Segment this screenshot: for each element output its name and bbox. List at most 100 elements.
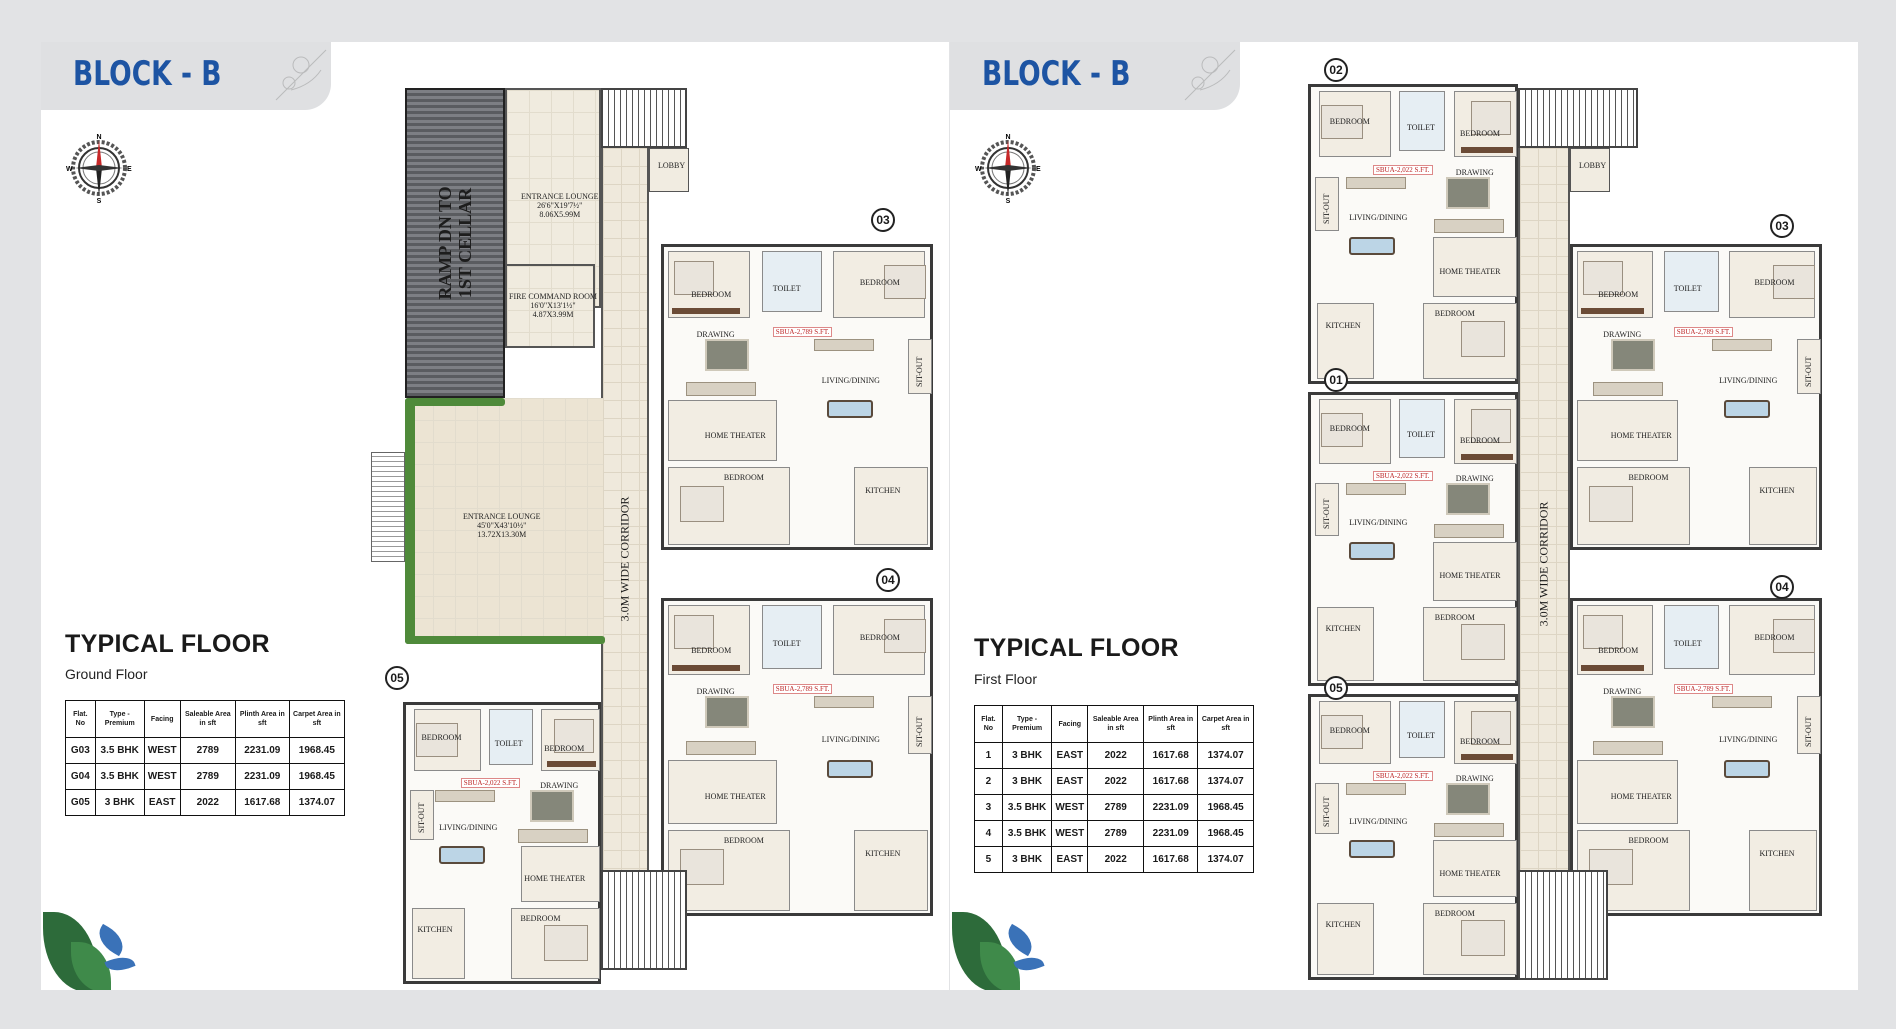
dining-table [1349, 840, 1395, 858]
table-header: Saleable Area in sft [179, 700, 236, 738]
header-band: BLOCK - B [950, 42, 1240, 110]
table-cell: 3 BHK [1001, 846, 1053, 873]
home-theater-label: HOME THEATER [704, 791, 766, 801]
toilet [1399, 91, 1446, 151]
bed [1589, 485, 1633, 522]
sitout-label: SIT-OUT [1804, 716, 1813, 747]
sbua-label: SBUA-2,022 S.FT. [460, 778, 521, 789]
table-cell: EAST [1051, 846, 1089, 873]
table-cell: 2789 [179, 763, 236, 790]
entrance-lounge-label: ENTRANCE LOUNGE 26'6"X19'7½" 8.06X5.99M [521, 192, 599, 219]
fire-room-label: FIRE COMMAND ROOM 16'0"X13'1½" 4.87X3.99… [509, 292, 598, 319]
table-cell: 1617.68 [1143, 846, 1199, 873]
svg-text:E: E [127, 166, 132, 173]
bedroom [832, 605, 926, 675]
wardrobe [672, 664, 740, 671]
kitchen [1749, 829, 1818, 911]
table-cell: 2022 [1087, 742, 1145, 769]
bedroom-label: BEDROOM [1460, 436, 1501, 446]
sit-out: SIT-OUT [908, 696, 932, 754]
dining-table [827, 760, 874, 778]
toilet [1399, 701, 1446, 759]
sbua-label: SBUA-2,022 S.FT. [1373, 771, 1433, 782]
toilet [761, 605, 822, 669]
bedroom-label: BEDROOM [1754, 632, 1795, 642]
entrance-lounge-label: ENTRANCE LOUNGE 45'0"X43'10½" 13.72X13.3… [463, 512, 541, 539]
dining-table [439, 846, 486, 864]
sofa [1434, 219, 1505, 233]
table-cell: 1968.45 [1197, 820, 1254, 847]
svg-text:N: N [96, 134, 101, 141]
floor-subheading: First Floor [974, 671, 1037, 687]
bed [1471, 409, 1511, 443]
bedroom-label: BEDROOM [1460, 737, 1501, 747]
dining-table [1724, 760, 1771, 778]
home-theater [1577, 400, 1678, 462]
table-header: Carpet Area in sft [1197, 705, 1254, 743]
dining-table [1724, 400, 1771, 418]
table-cell: EAST [1051, 742, 1089, 769]
sitout-label: SIT-OUT [915, 716, 924, 747]
living-label: LIVING/DINING [821, 734, 880, 744]
table-header: Type - Premium [94, 700, 145, 738]
compass-rose-icon: N S W E [66, 134, 132, 204]
table-header: Carpet Area in sft [288, 700, 346, 738]
toilet-label: TOILET [1407, 123, 1435, 132]
table-cell: 4 [974, 820, 1003, 847]
kitchen-label: KITCHEN [417, 924, 453, 934]
bed [1583, 615, 1623, 649]
living-label: LIVING/DINING [1349, 817, 1408, 827]
table-cell: 2231.09 [1143, 794, 1199, 821]
sofa [1345, 782, 1406, 795]
kitchen-label: KITCHEN [865, 849, 901, 859]
table-cell: 1968.45 [288, 737, 346, 764]
table-cell: 3.5 BHK [94, 763, 145, 790]
bedroom-label: BEDROOM [1628, 836, 1669, 846]
bed [884, 265, 926, 299]
table-cell: WEST [1051, 820, 1089, 847]
sit-out: SIT-OUT [908, 338, 932, 394]
kitchen [854, 829, 928, 911]
toilet-label: TOILET [1407, 731, 1435, 741]
toilet [761, 251, 822, 313]
table-cell: 1617.68 [1143, 742, 1199, 769]
sofa [1593, 740, 1664, 755]
sofa [1434, 524, 1505, 539]
sitout-label: SIT-OUT [417, 802, 426, 834]
lobby-label: LOBBY [1579, 161, 1607, 170]
table-header: Plinth Area in sft [234, 700, 290, 738]
wardrobe [1460, 147, 1513, 153]
rug [704, 338, 749, 371]
rug [1610, 696, 1655, 729]
unit-number-badge: 05 [385, 666, 409, 690]
sofa [685, 381, 756, 396]
table-header: Facing [1051, 705, 1089, 743]
bed [884, 619, 926, 653]
table-header: Saleable Area in sft [1087, 705, 1145, 743]
drawing-label: DRAWING [1455, 774, 1494, 784]
toilet-label: TOILET [494, 738, 523, 748]
table-cell: 1617.68 [1143, 768, 1199, 795]
drawing-label: DRAWING [696, 686, 735, 696]
home-theater [1433, 840, 1517, 898]
home-theater-label: HOME THEATER [1610, 791, 1672, 801]
toilet [1663, 251, 1720, 313]
drawing-label: DRAWING [1603, 329, 1642, 339]
table-cell: G05 [65, 789, 96, 816]
sofa [1711, 338, 1772, 351]
ramp: RAMP DN TO 1ST CELLAR [405, 88, 505, 398]
table-header: Facing [143, 700, 181, 738]
sofa [813, 338, 874, 351]
table-cell: 2789 [1087, 794, 1145, 821]
typical-floor-heading: TYPICAL FLOOR [974, 634, 1179, 662]
living-label: LIVING/DINING [1349, 518, 1408, 528]
table-header: Flat. No [65, 700, 96, 738]
bed [1461, 321, 1505, 357]
sitout-label: SIT-OUT [915, 356, 924, 387]
